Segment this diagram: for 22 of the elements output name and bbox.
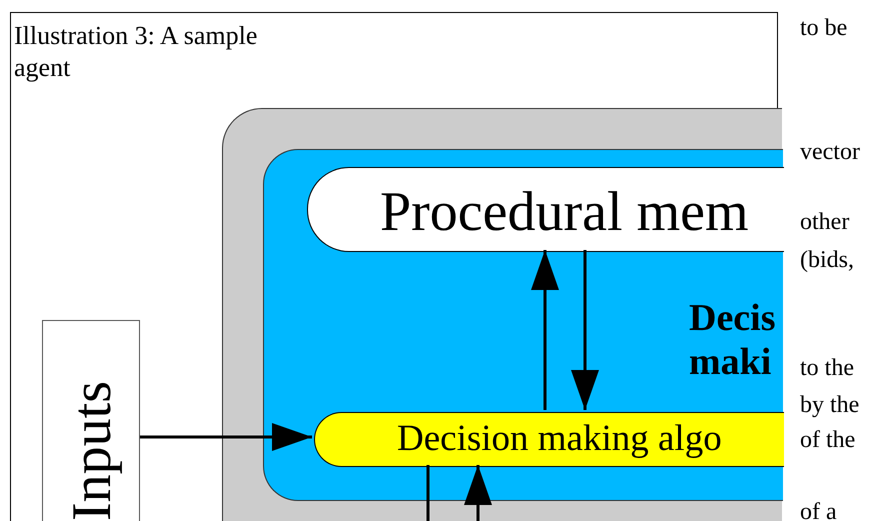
body-text: of a (800, 500, 837, 521)
algorithm-box (314, 412, 784, 467)
arrow (140, 423, 312, 451)
body-text: by the (800, 393, 860, 417)
process-box (263, 149, 783, 501)
box-label: Procedural mem (380, 184, 749, 240)
body-text: (bids, (800, 248, 854, 272)
caption: Illustration 3: A sample agent (14, 20, 258, 84)
arrow (531, 250, 559, 410)
body-text: vector (800, 140, 860, 164)
arrow (464, 465, 492, 521)
body-text: other (800, 210, 850, 234)
outer-box (222, 108, 782, 521)
body-text: of the (800, 428, 856, 452)
box-label: Decision making algo (397, 420, 722, 457)
box-label: Inputs (64, 381, 120, 521)
body-text: to be (800, 16, 848, 40)
connector-line (426, 465, 430, 521)
input-box (42, 320, 140, 521)
arrow (571, 250, 599, 410)
body-text: to the (800, 356, 854, 380)
box-heading: Decis maki (689, 297, 777, 384)
